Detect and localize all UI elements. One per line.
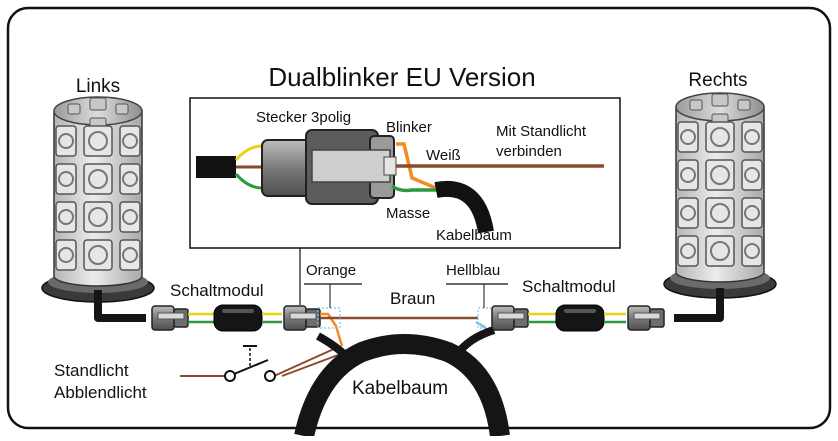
right-module-label: Schaltmodul [522, 277, 616, 296]
connector-label: Stecker 3polig [256, 109, 351, 126]
hellblau-label: Hellblau [446, 262, 500, 279]
switch-module-icon [213, 304, 263, 332]
lamp-right-icon [663, 92, 777, 299]
left-module-label: Schaltmodul [170, 281, 264, 300]
braun-label: Braun [390, 289, 435, 308]
lamp-left-icon [41, 96, 155, 303]
inset-harness-label: Kabelbaum [436, 227, 512, 244]
orange-label: Orange [306, 262, 356, 279]
left-wiring-chain [151, 304, 321, 332]
left-lamp-cable [94, 290, 146, 322]
orange-wire [320, 312, 344, 347]
main-harness [294, 334, 510, 439]
harness-label: Kabelbaum [352, 378, 448, 399]
diagram-title: Dualblinker EU Version [268, 62, 535, 92]
right-lamp-label: Rechts [688, 70, 747, 91]
left-lamp-label: Links [76, 76, 120, 97]
weiss-label: Weiß [426, 147, 461, 164]
middle-left-connector-icon [283, 305, 321, 331]
connector-icon [261, 129, 397, 205]
blinker-label: Blinker [386, 119, 432, 136]
masse-label: Masse [386, 205, 430, 222]
right-wiring-chain [491, 304, 665, 332]
standlicht-connect-label-line2: verbinden [496, 143, 562, 160]
standlicht-label: Standlicht [54, 361, 129, 380]
switch-icon [224, 345, 276, 382]
middle-right-connector-icon [491, 305, 529, 331]
right-lamp-connector-icon [627, 305, 665, 331]
left-lamp-connector-icon [151, 305, 189, 331]
switch-module-icon [555, 304, 605, 332]
abblendlicht-label: Abblendlicht [54, 383, 147, 402]
right-lamp-cable [674, 288, 724, 322]
standlicht-connect-label-line1: Mit Standlicht [496, 123, 587, 140]
connector-detail-inset: Stecker 3polig Blinker Weiß Mit Standlic… [189, 97, 621, 305]
